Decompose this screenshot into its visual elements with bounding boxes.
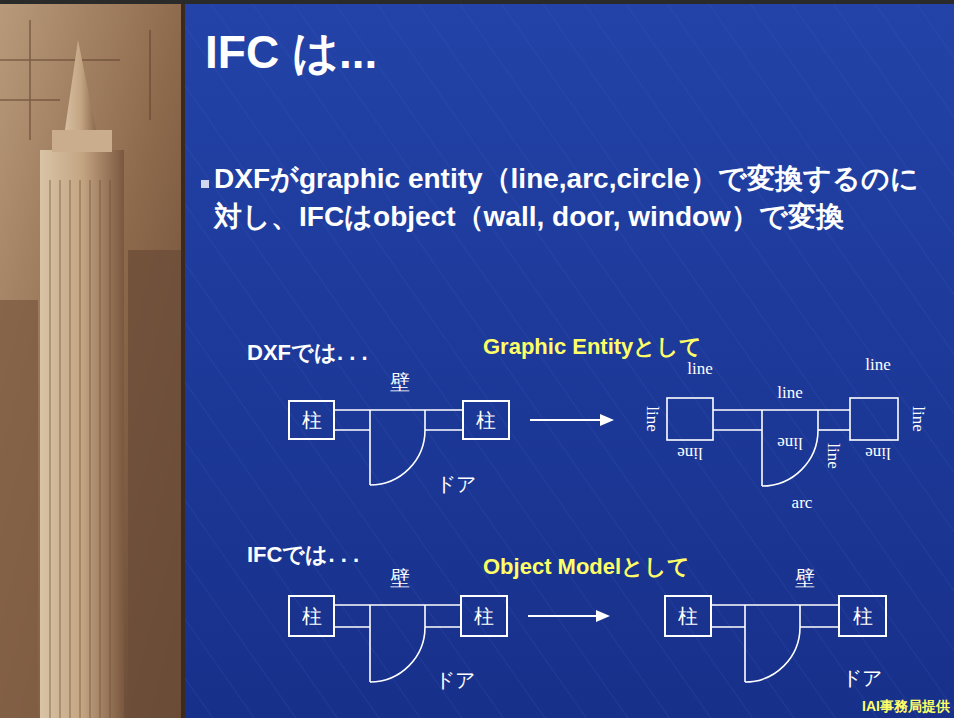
- pillar-label: 柱: [853, 603, 873, 630]
- door-label: ドア: [435, 670, 475, 690]
- pillar-box: 柱: [664, 595, 712, 637]
- pillar-label: 柱: [678, 603, 698, 630]
- plan-drawings: [335, 398, 898, 682]
- entity-label: line: [865, 356, 891, 373]
- bullet-text: DXFがgraphic entity（line,arc,circle）で変換する…: [214, 160, 934, 236]
- pillar-label: 柱: [476, 407, 496, 434]
- section-heading: Object Modelとして: [483, 552, 690, 582]
- entity-label: line: [865, 445, 891, 462]
- section-label: IFCでは. . .: [247, 540, 359, 570]
- credit-note: IAI事務局提供: [862, 698, 950, 716]
- pillar-label: 柱: [302, 603, 322, 630]
- pillar-box: 柱: [462, 400, 510, 440]
- entity-label: line: [777, 435, 803, 452]
- wall-label: 壁: [795, 568, 815, 588]
- entity-label: line: [910, 406, 927, 432]
- entity-label: line: [825, 443, 842, 469]
- pillar-box: 柱: [460, 595, 508, 637]
- section-heading: Graphic Entityとして: [483, 332, 702, 362]
- pillar-box: 柱: [288, 595, 335, 637]
- entity-label: line: [777, 384, 803, 401]
- wall-label: 壁: [390, 372, 410, 392]
- building-photo: [0, 4, 185, 718]
- entity-label: arc: [792, 494, 813, 511]
- bullet-mark: [201, 180, 209, 188]
- pillar-label: 柱: [474, 603, 494, 630]
- conversion-arrow: [528, 414, 614, 622]
- section-label: DXFでは. . .: [247, 338, 368, 368]
- pillar-label: 柱: [302, 407, 322, 434]
- wall-label: 壁: [390, 568, 410, 588]
- entity-label: line: [677, 445, 703, 462]
- pillar-box: 柱: [838, 595, 887, 637]
- slide-title: IFC は...: [205, 22, 377, 84]
- pillar-box: 柱: [288, 400, 335, 440]
- door-label: ドア: [436, 474, 476, 494]
- door-label: ドア: [842, 668, 882, 688]
- entity-label: line: [687, 360, 713, 377]
- entity-label: line: [644, 406, 661, 432]
